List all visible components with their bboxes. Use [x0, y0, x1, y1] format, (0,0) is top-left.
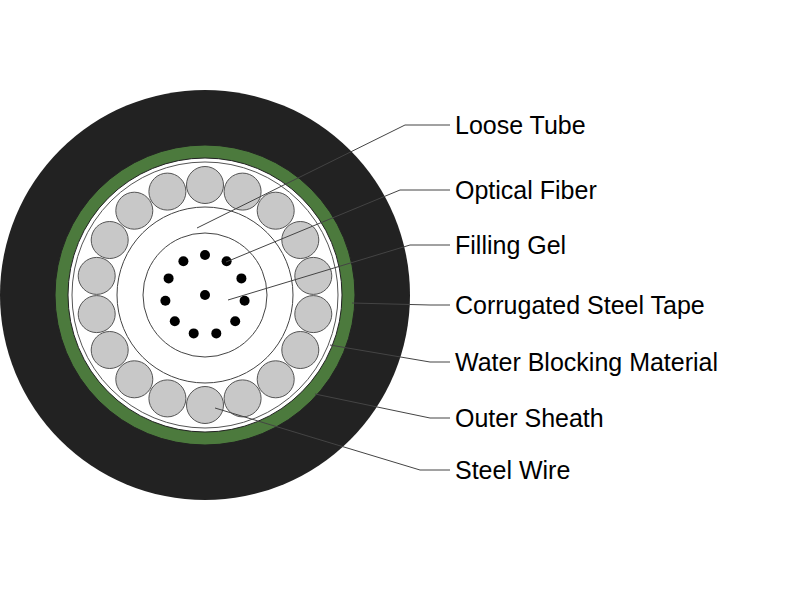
optical-fiber: [230, 316, 240, 326]
optical-fibers: [160, 250, 249, 338]
steel-wire: [116, 361, 153, 398]
leader-line: [226, 190, 450, 262]
optical-fiber: [211, 328, 221, 338]
leader-line: [215, 408, 450, 470]
steel-wire: [282, 222, 319, 259]
leader-line: [197, 125, 450, 228]
optical-fiber: [200, 290, 210, 300]
part-label: Outer Sheath: [455, 406, 604, 431]
outer-sheath: [0, 90, 410, 500]
leader-line: [330, 345, 450, 362]
part-label: Steel Wire: [455, 458, 570, 483]
steel-wire: [187, 167, 224, 204]
part-label: Water Blocking Material: [455, 350, 718, 375]
steel-wire: [116, 192, 153, 229]
steel-wire: [224, 380, 261, 417]
steel-wire: [187, 387, 224, 424]
leader-line: [352, 303, 450, 305]
optical-fiber: [164, 273, 174, 283]
filling-gel: [117, 207, 293, 383]
steel-wire: [149, 173, 186, 210]
optical-fiber: [240, 296, 250, 306]
steel-wire: [257, 192, 294, 229]
loose-tube: [143, 233, 267, 357]
optical-fiber: [178, 256, 188, 266]
steel-wire: [295, 257, 332, 294]
leader-line: [315, 394, 450, 418]
part-label: Corrugated Steel Tape: [455, 293, 705, 318]
steel-wire: [295, 296, 332, 333]
steel-wire: [91, 222, 128, 259]
steel-wire: [224, 173, 261, 210]
optical-fiber: [170, 316, 180, 326]
steel-wire: [78, 257, 115, 294]
steel-wire: [78, 296, 115, 333]
optical-fiber: [236, 273, 246, 283]
part-label: Loose Tube: [455, 113, 586, 138]
steel-wire: [149, 380, 186, 417]
optical-fiber: [200, 250, 210, 260]
steel-wire: [282, 332, 319, 369]
corrugated-steel-tape: [55, 145, 355, 445]
water-blocking-inner-line: [72, 162, 338, 428]
leader-line: [228, 245, 450, 300]
optical-fiber: [160, 296, 170, 306]
optical-fiber: [189, 328, 199, 338]
part-label: Filling Gel: [455, 233, 566, 258]
water-blocking-material: [68, 158, 342, 432]
part-label: Optical Fiber: [455, 178, 597, 203]
steel-wires: [78, 167, 332, 424]
leader-lines: [197, 125, 450, 470]
steel-wire: [257, 361, 294, 398]
steel-wire: [91, 332, 128, 369]
